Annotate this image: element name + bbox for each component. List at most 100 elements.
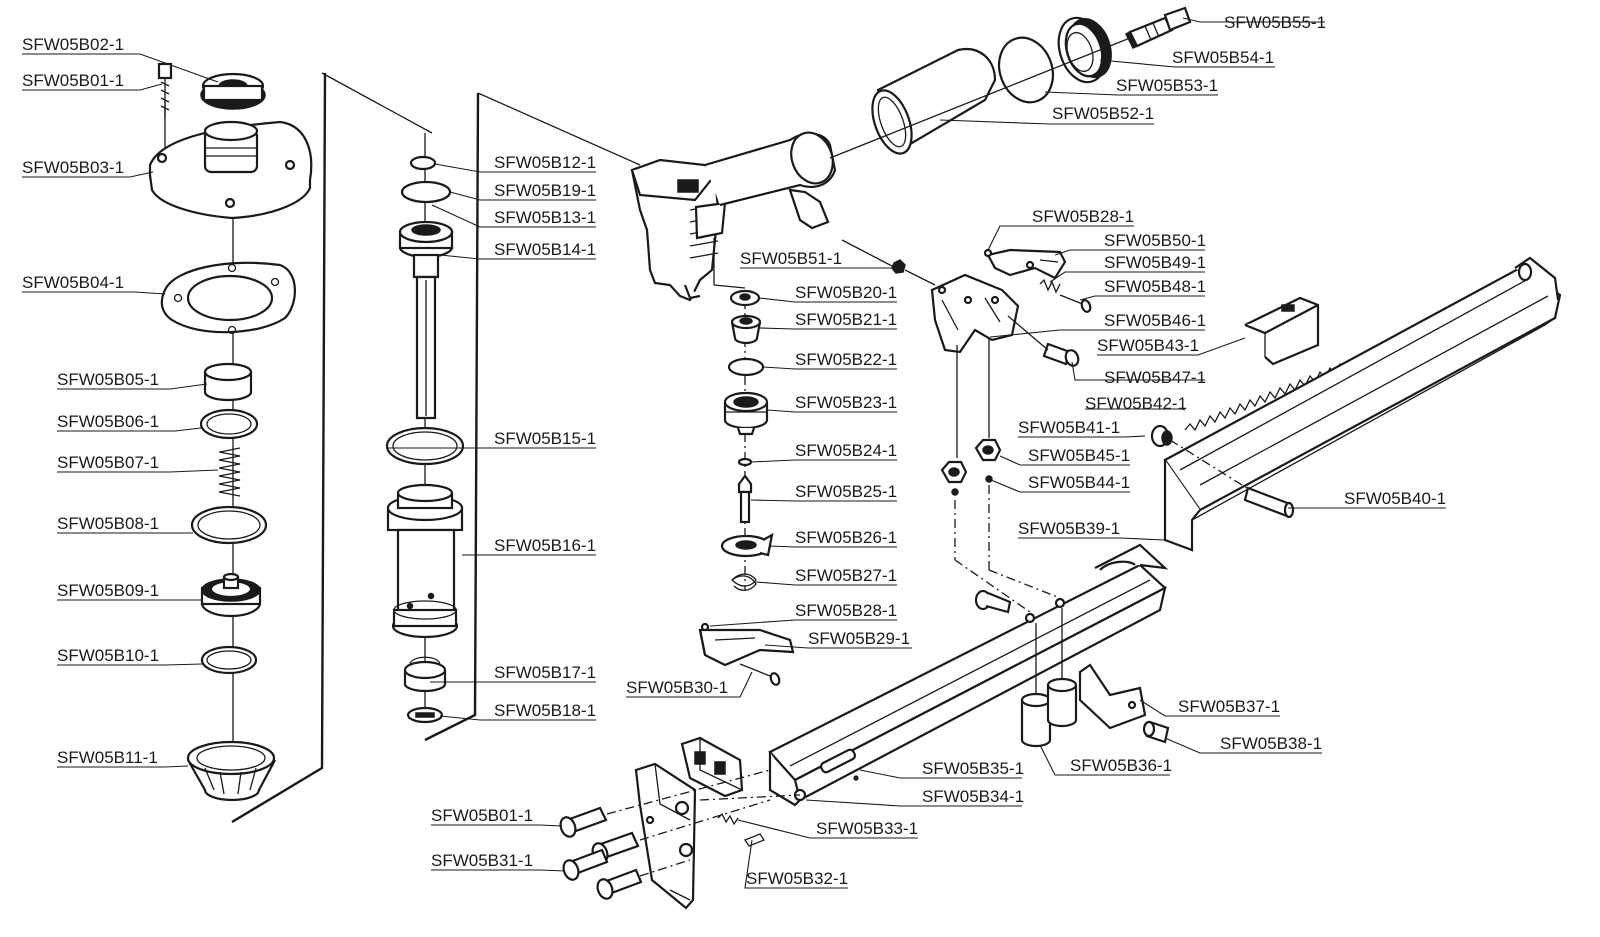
front-plate-b32 bbox=[634, 762, 697, 910]
label-b30: SFW05B30-1 bbox=[626, 678, 728, 697]
top-housing-assembly bbox=[630, 6, 1325, 302]
bolts-b36 bbox=[1020, 608, 1078, 748]
label-b03: SFW05B03-1 bbox=[22, 158, 124, 177]
label-b13: SFW05B13-1 bbox=[494, 208, 596, 227]
small-ring-b24 bbox=[737, 457, 753, 467]
label-b44: SFW05B44-1 bbox=[1028, 473, 1130, 492]
small-spring-b33 bbox=[717, 812, 739, 826]
bolt-b01 bbox=[157, 62, 173, 118]
label-b53: SFW05B53-1 bbox=[1116, 76, 1218, 95]
middle-assembly bbox=[385, 92, 641, 742]
label-b04: SFW05B04-1 bbox=[22, 273, 124, 292]
label-b33: SFW05B33-1 bbox=[816, 819, 918, 838]
oring-b06 bbox=[199, 408, 259, 440]
label-b38: SFW05B38-1 bbox=[1220, 734, 1322, 753]
label-b16: SFW05B16-1 bbox=[494, 536, 596, 555]
label-b51: SFW05B51-1 bbox=[740, 249, 842, 268]
label-b42: SFW05B42-1 bbox=[1085, 394, 1187, 413]
trigger-pin-b30 bbox=[739, 663, 781, 686]
nut-b51 bbox=[891, 259, 906, 274]
label-b39: SFW05B39-1 bbox=[1018, 519, 1120, 538]
label-b11: SFW05B11-1 bbox=[57, 748, 158, 767]
label-b35: SFW05B35-1 bbox=[922, 759, 1024, 778]
label-b05: SFW05B05-1 bbox=[57, 370, 159, 389]
end-cap-b54 bbox=[1057, 16, 1112, 84]
label-b29: SFW05B29-1 bbox=[808, 629, 910, 648]
label-b54: SFW05B54-1 bbox=[1172, 48, 1274, 67]
label-b40: SFW05B40-1 bbox=[1344, 489, 1446, 508]
label-b18: SFW05B18-1 bbox=[494, 701, 596, 720]
label-b41: SFW05B41-1 bbox=[1018, 418, 1120, 437]
oring-b22 bbox=[727, 357, 765, 377]
valve-stem-b25 bbox=[737, 474, 753, 524]
label-b02-top: SFW05B02-1 bbox=[22, 35, 124, 54]
screws-b31 bbox=[559, 806, 643, 900]
label-b19: SFW05B19-1 bbox=[494, 181, 596, 200]
label-b43: SFW05B43-1 bbox=[1097, 336, 1199, 355]
piston-driver-b14 bbox=[398, 220, 454, 420]
oring-b15 bbox=[385, 426, 465, 466]
bracket-b46 bbox=[930, 273, 1020, 354]
pin-b28-upper bbox=[983, 248, 993, 258]
knurled-nut-b02 bbox=[200, 72, 266, 110]
oring-b08 bbox=[190, 505, 268, 545]
label-b06: SFW05B06-1 bbox=[57, 412, 159, 431]
valve-body-b23 bbox=[723, 391, 769, 436]
left-frame-line bbox=[231, 72, 327, 824]
label-b21: SFW05B21-1 bbox=[795, 310, 897, 329]
label-b37: SFW05B37-1 bbox=[1178, 697, 1280, 716]
label-b01-top: SFW05B01-1 bbox=[22, 71, 124, 90]
spring-b49 bbox=[1039, 278, 1061, 294]
plug-b05 bbox=[203, 362, 253, 402]
label-b49: SFW05B49-1 bbox=[1104, 253, 1206, 272]
label-b09: SFW05B09-1 bbox=[57, 581, 159, 600]
spring-b27 bbox=[731, 573, 757, 591]
pin-b40 bbox=[1243, 486, 1295, 519]
ring-b19 bbox=[400, 180, 452, 204]
middle-frame-line bbox=[424, 92, 480, 742]
label-b34: SFW05B34-1 bbox=[922, 787, 1024, 806]
main-frame-b35 bbox=[768, 543, 1169, 807]
pin-b48 bbox=[1059, 294, 1092, 313]
label-b20: SFW05B20-1 bbox=[795, 283, 897, 302]
valve-b09 bbox=[200, 572, 262, 618]
spring-b07 bbox=[218, 447, 241, 497]
label-b25: SFW05B25-1 bbox=[795, 482, 897, 501]
bolt-b47 bbox=[1042, 342, 1080, 367]
label-b08: SFW05B08-1 bbox=[57, 514, 159, 533]
label-b07: SFW05B07-1 bbox=[57, 453, 159, 472]
cage-b11 bbox=[186, 740, 276, 802]
label-b47: SFW05B47-1 bbox=[1104, 368, 1206, 387]
label-b46: SFW05B46-1 bbox=[1104, 311, 1206, 330]
cylinder-b16 bbox=[386, 483, 464, 639]
pin-b32-small bbox=[744, 833, 765, 847]
screw-frame bbox=[974, 589, 1012, 614]
handle-tube bbox=[704, 131, 837, 230]
nose-block bbox=[680, 736, 744, 798]
label-b28-lower: SFW05B28-1 bbox=[795, 601, 897, 620]
left-assembly bbox=[22, 53, 433, 824]
magazine-rail-b39 bbox=[1163, 256, 1562, 552]
label-b26: SFW05B26-1 bbox=[795, 528, 897, 547]
housing-body bbox=[630, 158, 727, 302]
label-b48: SFW05B48-1 bbox=[1104, 277, 1206, 296]
valve-cap-b21 bbox=[730, 314, 762, 345]
label-b32: SFW05B32-1 bbox=[746, 869, 848, 888]
label-b28-upper: SFW05B28-1 bbox=[1032, 207, 1134, 226]
label-b55: SFW05B55-1 bbox=[1224, 13, 1326, 32]
label-b45: SFW05B45-1 bbox=[1028, 446, 1130, 465]
washer-b20 bbox=[729, 289, 761, 307]
nut-b45 bbox=[974, 438, 1002, 462]
trigger-valve-stack bbox=[626, 238, 912, 698]
label-b22: SFW05B22-1 bbox=[795, 350, 897, 369]
cover-b43 bbox=[1244, 296, 1320, 366]
magazine-assembly bbox=[431, 256, 1562, 910]
label-b23: SFW05B23-1 bbox=[795, 393, 897, 412]
label-b17: SFW05B17-1 bbox=[494, 663, 596, 682]
trigger-b29 bbox=[698, 622, 795, 667]
ring-b12 bbox=[409, 155, 437, 171]
gasket-b04 bbox=[160, 261, 296, 335]
label-b01-lower: SFW05B01-1 bbox=[431, 806, 533, 825]
oring-b53 bbox=[997, 36, 1055, 104]
